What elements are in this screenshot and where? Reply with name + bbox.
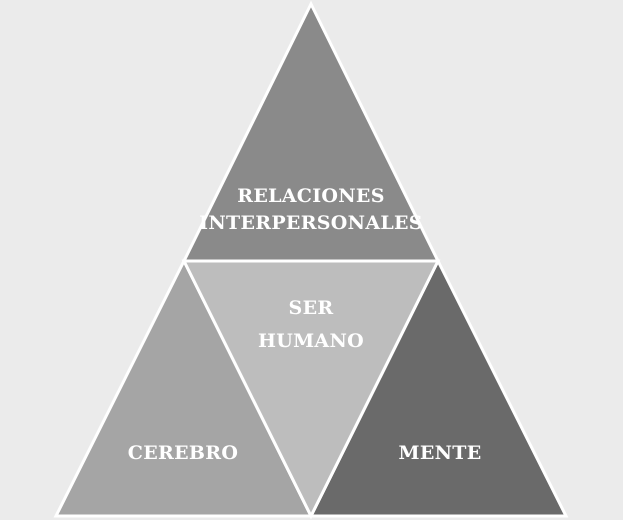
top-triangle-label-line2: INTERPERSONALES <box>199 212 423 234</box>
center-triangle-label-line1: SER <box>289 297 334 319</box>
left-triangle-label: CEREBRO <box>128 442 238 464</box>
center-triangle-label-line2: HUMANO <box>258 330 364 352</box>
center-triangle <box>181 259 441 520</box>
right-triangle-label: MENTE <box>398 442 481 464</box>
top-triangle-label-line1: RELACIONES <box>237 185 385 207</box>
